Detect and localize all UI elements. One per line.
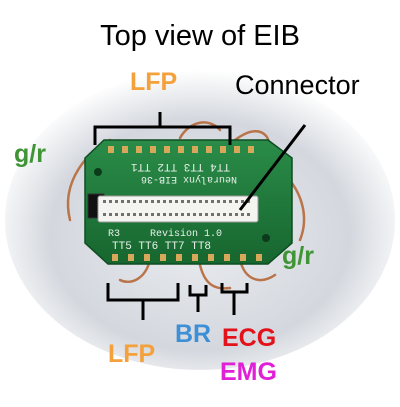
emg-label: EMG: [220, 358, 277, 386]
board-r3-text: R3: [108, 229, 120, 240]
lfp-bottom-label: LFP: [108, 340, 156, 368]
ecg-label: ECG: [222, 324, 277, 352]
lfp-bottom-bracket: [106, 283, 180, 320]
connector-holes: [103, 200, 250, 216]
bottom-pins: [112, 254, 262, 261]
mount-hole-left: [94, 168, 102, 176]
connector-pointer-line: [238, 124, 307, 211]
board-revision-text: Revision 1.0: [150, 228, 222, 240]
lfp-top-bracket: [93, 112, 232, 145]
lfp-top-label: LFP: [130, 68, 178, 96]
mount-hole-right: [262, 234, 270, 242]
connector-label: Connector: [235, 70, 360, 100]
br-label: BR: [175, 320, 212, 348]
gr-left-label: g/r: [14, 140, 46, 168]
top-pins: [108, 146, 254, 153]
board-brand-text: Neuralynx EIB-36: [141, 173, 237, 185]
br-bracket: [188, 285, 208, 312]
figure-title: Top view of EIB: [100, 20, 300, 52]
ecg-bracket: [220, 283, 249, 315]
board-bottom-row-text: TT5 TT6 TT7 TT8: [112, 241, 211, 253]
connector-body: [97, 195, 259, 223]
board-top-row-text: TT4 TT3 TT2 TT1: [131, 160, 230, 172]
gr-right-label: g/r: [282, 242, 314, 270]
